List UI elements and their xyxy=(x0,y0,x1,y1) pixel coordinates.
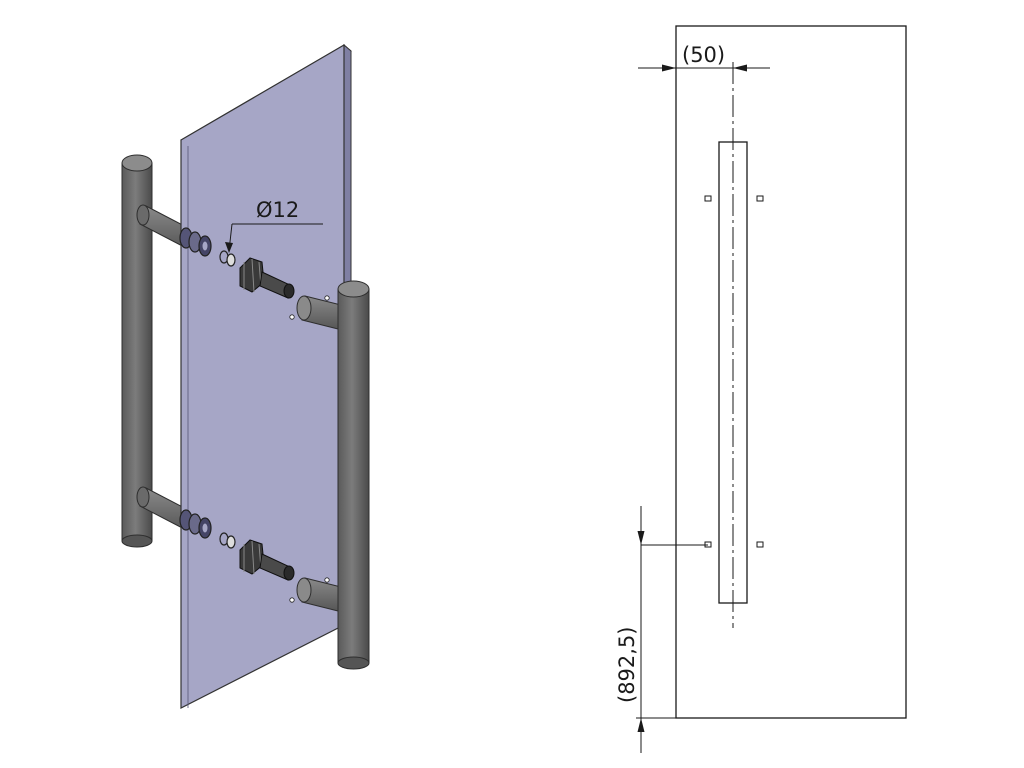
fixing-holes xyxy=(704,195,764,548)
bolt-assembly-upper xyxy=(239,257,295,299)
sleeve-upper xyxy=(219,250,236,267)
offset-label: (50) xyxy=(682,43,725,67)
height-dimension: (892,5) xyxy=(615,506,708,753)
sleeve-lower xyxy=(219,532,236,549)
front-standoff-lower xyxy=(289,577,346,613)
isometric-view: Ø12 xyxy=(121,43,370,709)
washer-set-upper xyxy=(179,227,212,257)
front-handle-bar xyxy=(337,280,370,670)
diameter-label: Ø12 xyxy=(256,198,299,222)
height-label: (892,5) xyxy=(615,626,639,703)
glass-panel xyxy=(180,43,352,709)
bolt-assembly-lower xyxy=(239,539,295,581)
diameter-callout: Ø12 xyxy=(225,198,323,253)
glass-outline xyxy=(675,25,907,719)
washer-set-lower xyxy=(179,509,212,539)
front-standoff-upper xyxy=(289,295,346,331)
front-view: (50) (892,5) xyxy=(615,25,907,753)
offset-dimension: (50) xyxy=(638,43,770,72)
